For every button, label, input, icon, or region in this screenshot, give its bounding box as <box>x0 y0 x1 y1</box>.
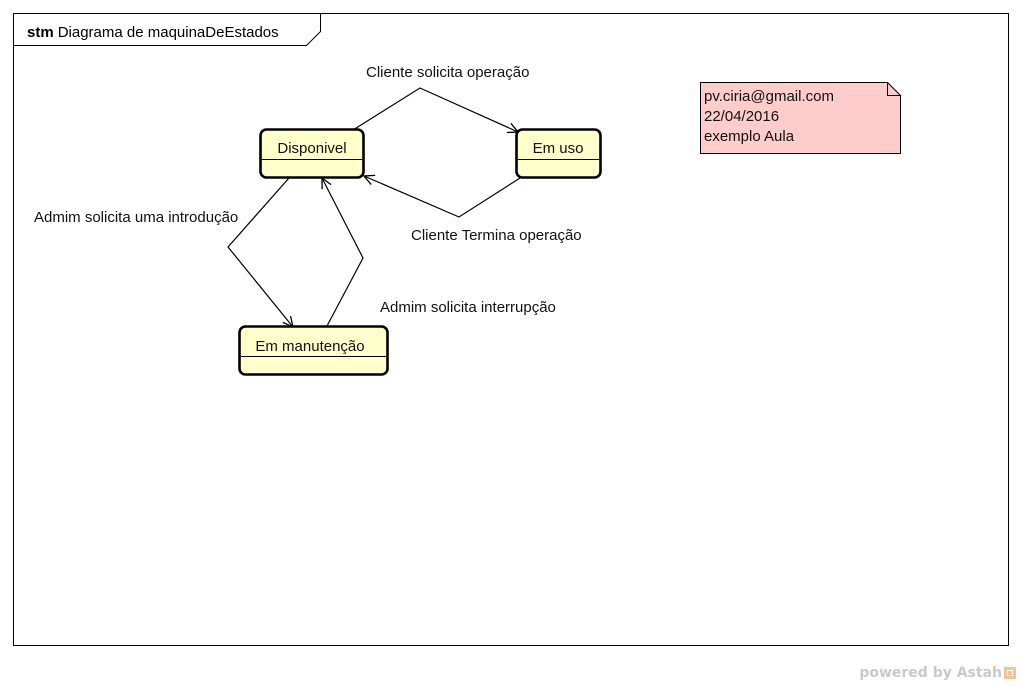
transition-label: Admim solicita uma introdução <box>34 209 238 226</box>
transition-label: Admim solicita interrupção <box>380 299 556 316</box>
diagram-kind-keyword: stm <box>27 24 54 41</box>
transition-disponivel-to-em-uso[interactable]: Cliente solicita operação <box>352 64 529 132</box>
note-line: exemplo Aula <box>704 128 795 145</box>
note-line: 22/04/2016 <box>704 108 779 125</box>
note[interactable]: pv.ciria@gmail.com 22/04/2016 exemplo Au… <box>700 82 901 154</box>
state-em-manutencao[interactable]: Em manutenção <box>238 325 389 376</box>
transition-em-manutencao-to-disponivel[interactable]: Admim solicita interrupção <box>322 178 556 327</box>
transition-disponivel-to-em-manutencao[interactable]: Admim solicita uma introdução <box>34 177 293 327</box>
state-label: Em uso <box>533 140 584 157</box>
transition-label: Cliente Termina operação <box>411 227 582 244</box>
astah-logo-icon <box>1004 667 1016 679</box>
powered-by-footer: powered by Astah <box>859 665 1016 681</box>
state-label: Em manutenção <box>255 338 364 355</box>
transition-line[interactable] <box>364 176 521 218</box>
state-label: Disponivel <box>277 140 346 157</box>
note-line: pv.ciria@gmail.com <box>704 88 834 105</box>
transition-line[interactable] <box>227 177 293 327</box>
state-disponivel[interactable]: Disponivel <box>259 128 365 179</box>
diagram-title-text: Diagrama de maquinaDeEstados <box>58 24 279 41</box>
transition-line[interactable] <box>322 178 364 327</box>
transition-label: Cliente solicita operação <box>366 64 529 81</box>
footer-text: powered by Astah <box>859 665 1002 681</box>
transition-line[interactable] <box>352 87 518 132</box>
state-em-uso[interactable]: Em uso <box>515 128 602 179</box>
transition-em-uso-to-disponivel[interactable]: Cliente Termina operação <box>364 176 582 244</box>
